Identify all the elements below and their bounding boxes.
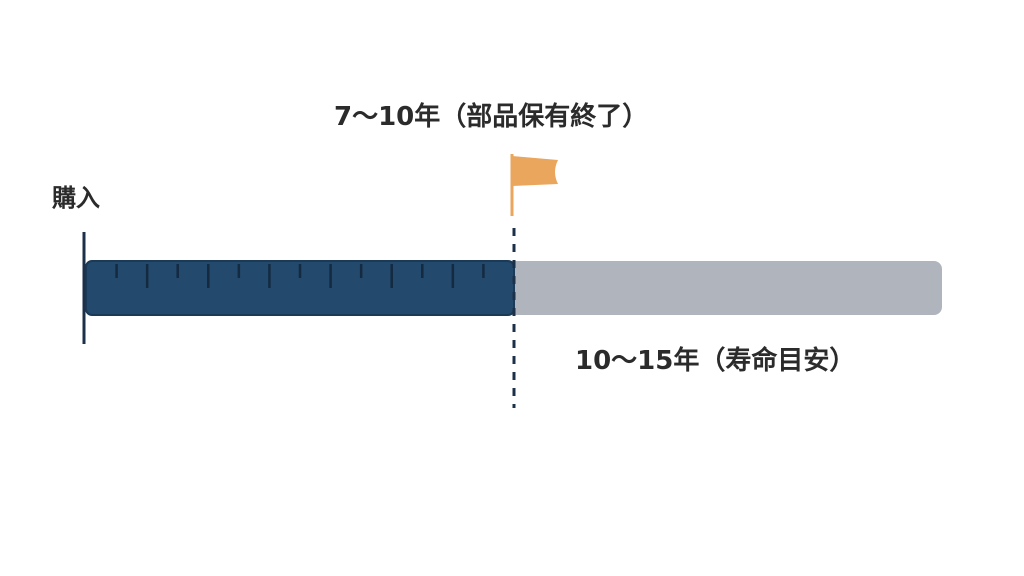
purchase-label: 購入 <box>52 184 100 212</box>
parts-end-label: 7〜10年（部品保有終了） <box>334 102 649 132</box>
elapsed-bar <box>85 260 515 316</box>
lifespan-label: 10〜15年（寿命目安） <box>575 346 856 376</box>
ruler-ticks <box>115 264 485 288</box>
flag-icon <box>510 154 558 216</box>
